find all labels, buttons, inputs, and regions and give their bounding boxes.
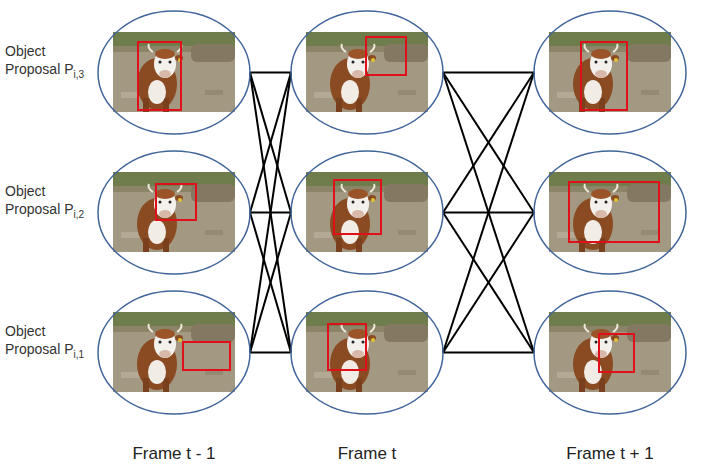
row-label: Object Proposal Pi,2 (5, 182, 89, 224)
proposal-boxes (138, 37, 659, 372)
association-line (250, 73, 291, 213)
association-line (250, 213, 291, 353)
proposal-label: Object Proposal P (5, 323, 73, 357)
association-line (250, 352, 291, 354)
association-line (443, 213, 534, 353)
association-line (443, 73, 534, 353)
proposal-label: Object Proposal P (5, 183, 73, 217)
proposal-label: Object Proposal P (5, 43, 73, 77)
ellipse-outline (533, 10, 687, 135)
ellipse-outline (533, 290, 687, 415)
cow-photos (113, 32, 671, 392)
association-line (443, 352, 534, 354)
ellipse-outline (533, 150, 687, 275)
association-line (443, 72, 534, 74)
frame-label: Frame t - 1 (132, 444, 215, 464)
frame-ellipse (533, 290, 687, 415)
ellipse-outline (290, 290, 444, 415)
frame-ellipse (290, 10, 444, 135)
ellipse-outline (290, 10, 444, 135)
frame-label: Frame t + 1 (566, 444, 653, 464)
frame-ellipse (290, 290, 444, 415)
association-line (443, 213, 534, 353)
association-line (250, 73, 291, 213)
ellipse-outline (290, 150, 444, 275)
association-line (250, 213, 291, 353)
ellipse-outline (97, 10, 251, 135)
subscript-index: i,3 (73, 69, 84, 80)
association-line (443, 73, 534, 213)
frame-label: Frame t (338, 444, 397, 464)
ellipse-outline (97, 150, 251, 275)
row-label: Object Proposal Pi,1 (5, 322, 89, 364)
association-line (250, 72, 291, 74)
frame-ellipse (290, 150, 444, 275)
frame-ellipse (533, 10, 687, 135)
subscript-index: i,2 (73, 209, 84, 220)
frame-ellipse (97, 290, 251, 415)
association-line (443, 73, 534, 353)
association-line (250, 73, 291, 353)
ellipse-outline (97, 290, 251, 415)
association-line (250, 73, 291, 353)
row-label: Object Proposal Pi,3 (5, 42, 89, 84)
frame-ellipse (97, 10, 251, 135)
frame-ellipse (533, 150, 687, 275)
association-line (443, 73, 534, 213)
frame-ellipse (97, 150, 251, 275)
ellipse-grounds (97, 10, 687, 415)
subscript-index: i,1 (73, 349, 84, 360)
